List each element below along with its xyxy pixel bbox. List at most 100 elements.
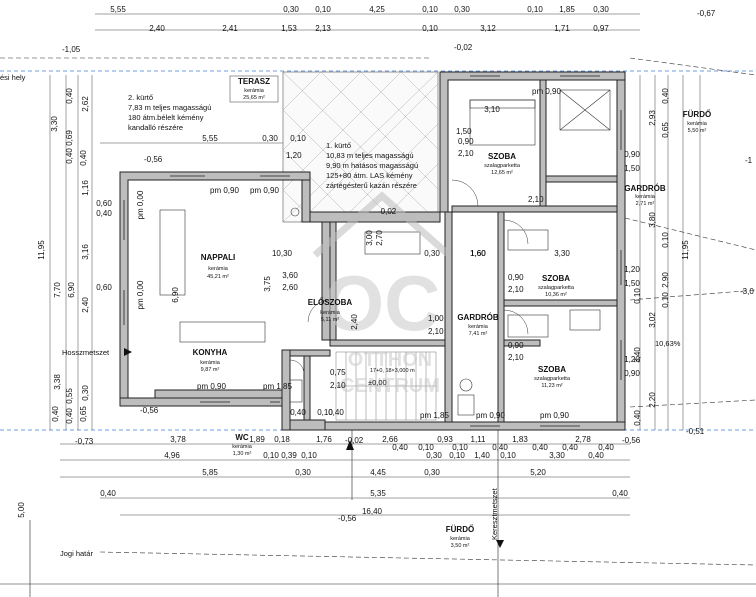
left-dims: 11,95 7,70 3,38 5,00 3,30 2,62 1,16 3,16… xyxy=(17,88,112,518)
dim-top1-0: 5,55 xyxy=(110,5,126,14)
opening-d2c: 2,10 xyxy=(508,353,524,362)
level-11: -3,0 xyxy=(740,287,754,296)
room-szoba1-material: szalagparketta xyxy=(484,163,521,169)
opening-d4: 2,10 xyxy=(528,195,544,204)
dim-top2-0: 2,40 xyxy=(149,24,165,33)
level-10: -0,56 xyxy=(622,436,641,445)
dim-top1-1: 0,30 xyxy=(283,5,299,14)
windows xyxy=(123,75,622,427)
opening-d1b: 0,90 xyxy=(508,273,524,282)
room-konyha-name: KONYHA xyxy=(193,348,228,357)
dim-right-inner-2: 0,90 xyxy=(624,150,640,159)
dim-bot2-6: 1,40 xyxy=(474,451,490,460)
dim-top2-6: 1,71 xyxy=(554,24,570,33)
dim-bot3-4: 5,20 xyxy=(530,468,546,477)
dim-right-outer-0: 11,95 xyxy=(681,240,690,260)
level-8: -0,73 xyxy=(75,437,94,446)
opening-d1c: 0,90 xyxy=(508,341,524,350)
room-furdo2-area: 3,50 m² xyxy=(451,543,470,549)
dim-bot2-0: 4,96 xyxy=(164,451,180,460)
room-furdo1-area: 5,50 m² xyxy=(688,128,707,134)
dim-left-inner-8: 0,55 xyxy=(65,388,74,404)
zero-level: ±0,00 xyxy=(368,378,387,387)
bottom-dims: 3,78 1,89 0,18 1,76 2,66 0,93 1,11 1,83 … xyxy=(100,408,628,516)
kurto1-line4: 125+80 átm. LAS kémény xyxy=(326,171,413,180)
dim-gardrob-w: 1,60 xyxy=(470,249,486,258)
room-szoba1-area: 12,65 m² xyxy=(491,170,513,176)
section-markers xyxy=(124,348,504,548)
room-gardrob1-name: GARDRÓB xyxy=(457,313,499,322)
opening-d10: 1,20 xyxy=(286,151,302,160)
level-4: -0,02 xyxy=(454,43,473,52)
dim-bot3-3: 0,30 xyxy=(424,468,440,477)
dim-nappali-w2: 6,90 xyxy=(171,287,180,303)
room-terasz-area: 25,65 m² xyxy=(243,95,265,101)
dim-bot4-1: 5,35 xyxy=(370,489,386,498)
dim-left-mid-5: 2,40 xyxy=(81,297,90,313)
room-furdo1-material: kerámia xyxy=(687,121,708,127)
dim-top1-7: 1,85 xyxy=(559,5,575,14)
watermark-line1: OTTHON xyxy=(348,349,432,371)
dim-bot1-7: 1,83 xyxy=(512,435,528,444)
dim-right-inner-9: 0,10 xyxy=(661,232,670,248)
opening-pm090-4: pm 0,90 xyxy=(476,411,505,420)
level-1: -1,05 xyxy=(62,45,81,54)
interior-dims: 10,30 3,75 2,60 3,60 6,90 0,30 1,60 3,30… xyxy=(171,105,570,303)
dim-botwall-4: 0,10 xyxy=(452,443,468,452)
dim-right-inner-0: 0,40 xyxy=(661,88,670,104)
dim-right-mid-2: 2,20 xyxy=(648,392,657,408)
slope-label: 10,63% xyxy=(655,339,681,348)
dim-top2-5: 3,12 xyxy=(480,24,496,33)
dim-right-inner-6: 1,20 xyxy=(624,355,640,364)
dim-right-inner-10: 0,10 xyxy=(661,292,670,308)
dim-top2-3: 2,13 xyxy=(315,24,331,33)
dim-left-inner-3: 0,40 xyxy=(79,150,88,166)
room-szoba2-area: 10,36 m² xyxy=(545,292,567,298)
watermark: OC OTTHON CENTRUM xyxy=(312,191,452,397)
dim-nappali-h2: 2,60 xyxy=(282,283,298,292)
room-konyha-material: kerámia xyxy=(200,360,221,366)
room-konyha-area: 9,87 m² xyxy=(201,367,220,373)
dim-right-inner-3: 1,50 xyxy=(624,164,640,173)
opening-pm000-2: pm 0,00 xyxy=(136,280,145,309)
level-chimney: -0,02 xyxy=(378,207,397,216)
dim-top1-8: 0,30 xyxy=(593,5,609,14)
dim-botwall-9: 0,40 xyxy=(392,443,408,452)
dim-top2-1: 2,41 xyxy=(222,24,238,33)
room-gardrob1-material: kerámia xyxy=(468,324,489,330)
room-wc-material: kerámia xyxy=(232,444,253,450)
room-wc-area: 1,30 m² xyxy=(233,451,252,457)
dim-left-mid-3: 3,16 xyxy=(81,244,90,260)
dim-botwall-0: 0,40 xyxy=(290,408,306,417)
dim-right-inner-1: 0,65 xyxy=(661,122,670,138)
room-labels: TERASZ kerámia 25,65 m² NAPPALI kerámia … xyxy=(193,75,711,549)
opening-d9: 2,70 xyxy=(375,230,384,246)
opening-d2d: 2,10 xyxy=(428,327,444,336)
room-nappali-material: kerámia xyxy=(208,266,229,272)
dim-bot1-5: 0,93 xyxy=(437,435,453,444)
opening-pm090-5: pm 0,90 xyxy=(540,411,569,420)
dim-inner-top-0: 5,55 xyxy=(202,134,218,143)
dim-top1-3: 4,25 xyxy=(369,5,385,14)
room-szoba3-area: 11,23 m² xyxy=(541,383,562,389)
dim-top2-7: 0,97 xyxy=(593,24,609,33)
opening-pm090-1: pm 0,90 xyxy=(210,186,239,195)
dim-right-outer-2: 3,02 xyxy=(648,312,657,328)
dim-top1-5: 0,30 xyxy=(454,5,470,14)
right-dims: 11,95 3,80 3,02 3,40 2,93 2,90 2,20 0,40… xyxy=(624,88,690,426)
kurto2-line1: 2. kürtő xyxy=(128,93,153,102)
dim-botwall-3: 0,10 xyxy=(418,443,434,452)
room-szoba2-material: szalagparketta xyxy=(538,285,575,291)
dim-right-inner-7: 0,90 xyxy=(624,369,640,378)
dim-bot2-4: 0,30 xyxy=(426,451,442,460)
room-furdo2-name: FÜRDŐ xyxy=(446,525,474,534)
dim-bot2-1: 0,10 xyxy=(263,451,279,460)
opening-d1: 0,90 xyxy=(458,137,474,146)
dim-botwall-7: 0,40 xyxy=(562,443,578,452)
level-6: -0,02 xyxy=(345,436,364,445)
hosszmetszet-label: Hosszmetszet xyxy=(62,348,110,357)
dim-bot1-8: 2,78 xyxy=(575,435,591,444)
dim-szoba1-w: 3,10 xyxy=(484,105,500,114)
dim-botwall-5: 0,40 xyxy=(492,443,508,452)
